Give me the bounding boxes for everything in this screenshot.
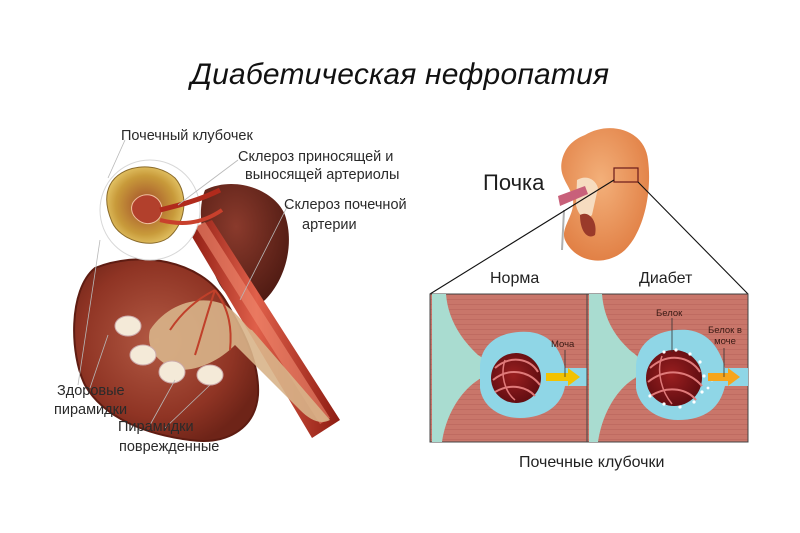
label-protein-in-urine-2: моче xyxy=(714,336,736,347)
label-arteriole-sclerosis-2: выносящей артериолы xyxy=(245,167,400,183)
normal-glomerulus-panel xyxy=(429,293,588,443)
zoom-line-left xyxy=(429,179,615,295)
label-damaged-pyramids-2: поврежденные xyxy=(119,439,220,455)
label-artery-sclerosis-2: артерии xyxy=(302,217,357,233)
magnified-glomerulus-icon xyxy=(99,159,224,261)
leader-lines xyxy=(77,139,289,429)
label-urine: Моча xyxy=(551,339,575,350)
diabetes-glomerulus-panel xyxy=(586,293,749,443)
diagram-title: Диабетическая нефропатия xyxy=(190,58,610,91)
renal-artery-icon xyxy=(188,220,340,438)
label-glomerulus: Почечный клубочек xyxy=(121,128,253,144)
label-protein-in-urine-1: Белок в xyxy=(708,325,742,336)
label-protein: Белок xyxy=(656,308,683,319)
label-healthy-pyramids-1: Здоровые xyxy=(57,383,125,399)
kidney-icon xyxy=(558,128,650,261)
kidney-section-icon xyxy=(73,258,330,442)
label-normal: Норма xyxy=(490,270,540,287)
label-arteriole-sclerosis-1: Склероз приносящей и xyxy=(238,149,394,165)
label-artery-sclerosis-1: Склероз почечной xyxy=(284,197,407,213)
label-healthy-pyramids-2: пирамидки xyxy=(54,402,128,418)
label-damaged-pyramids-1: Пирамидки xyxy=(118,419,194,435)
zoom-line-right xyxy=(637,181,749,295)
label-kidney: Почка xyxy=(483,170,545,195)
caption-glomeruli: Почечные клубочки xyxy=(519,454,665,471)
label-diabetes: Диабет xyxy=(639,270,693,287)
